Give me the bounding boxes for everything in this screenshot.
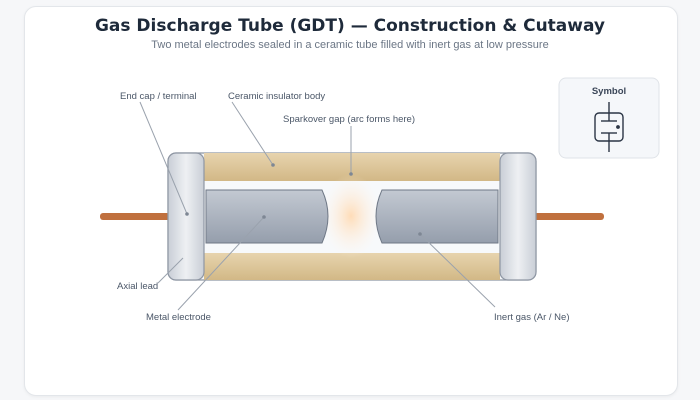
page-title: Gas Discharge Tube (GDT) — Construction … — [94, 16, 606, 36]
end-cap-left — [167, 152, 205, 281]
leader-dot-gap — [349, 172, 353, 176]
leader-end-cap — [139, 101, 188, 215]
axial-lead-right — [534, 213, 604, 220]
leader-dot-insulator — [271, 163, 275, 167]
axial-lead-left — [100, 213, 170, 220]
label-gap: Sparkover gap (arc forms here) — [283, 114, 415, 125]
leader-dot-end-cap — [185, 212, 189, 216]
metal-electrode-left — [205, 189, 329, 244]
metal-electrode-right — [375, 189, 499, 244]
gdt-symbol-gas-dot — [616, 125, 620, 129]
leader-dot-electrode — [262, 215, 266, 219]
symbol-title: Symbol — [592, 86, 626, 97]
leader-insulator — [231, 101, 274, 166]
label-insulator: Ceramic insulator body — [228, 91, 325, 102]
end-cap-right — [499, 152, 537, 281]
page-subtitle: Two metal electrodes sealed in a ceramic… — [151, 39, 549, 51]
leader-electrode — [177, 216, 265, 311]
label-inert-gas: Inert gas (Ar / Ne) — [494, 312, 570, 323]
gdt-symbol-icon — [594, 102, 624, 152]
label-metal-electrode: Metal electrode — [146, 312, 211, 323]
arc-glow — [321, 174, 381, 258]
leader-dot-gas — [418, 232, 422, 236]
label-end-cap: End cap / terminal — [120, 91, 197, 102]
leader-lead — [157, 257, 184, 284]
label-axial-lead: Axial lead — [117, 281, 158, 292]
leader-gas — [419, 233, 496, 308]
